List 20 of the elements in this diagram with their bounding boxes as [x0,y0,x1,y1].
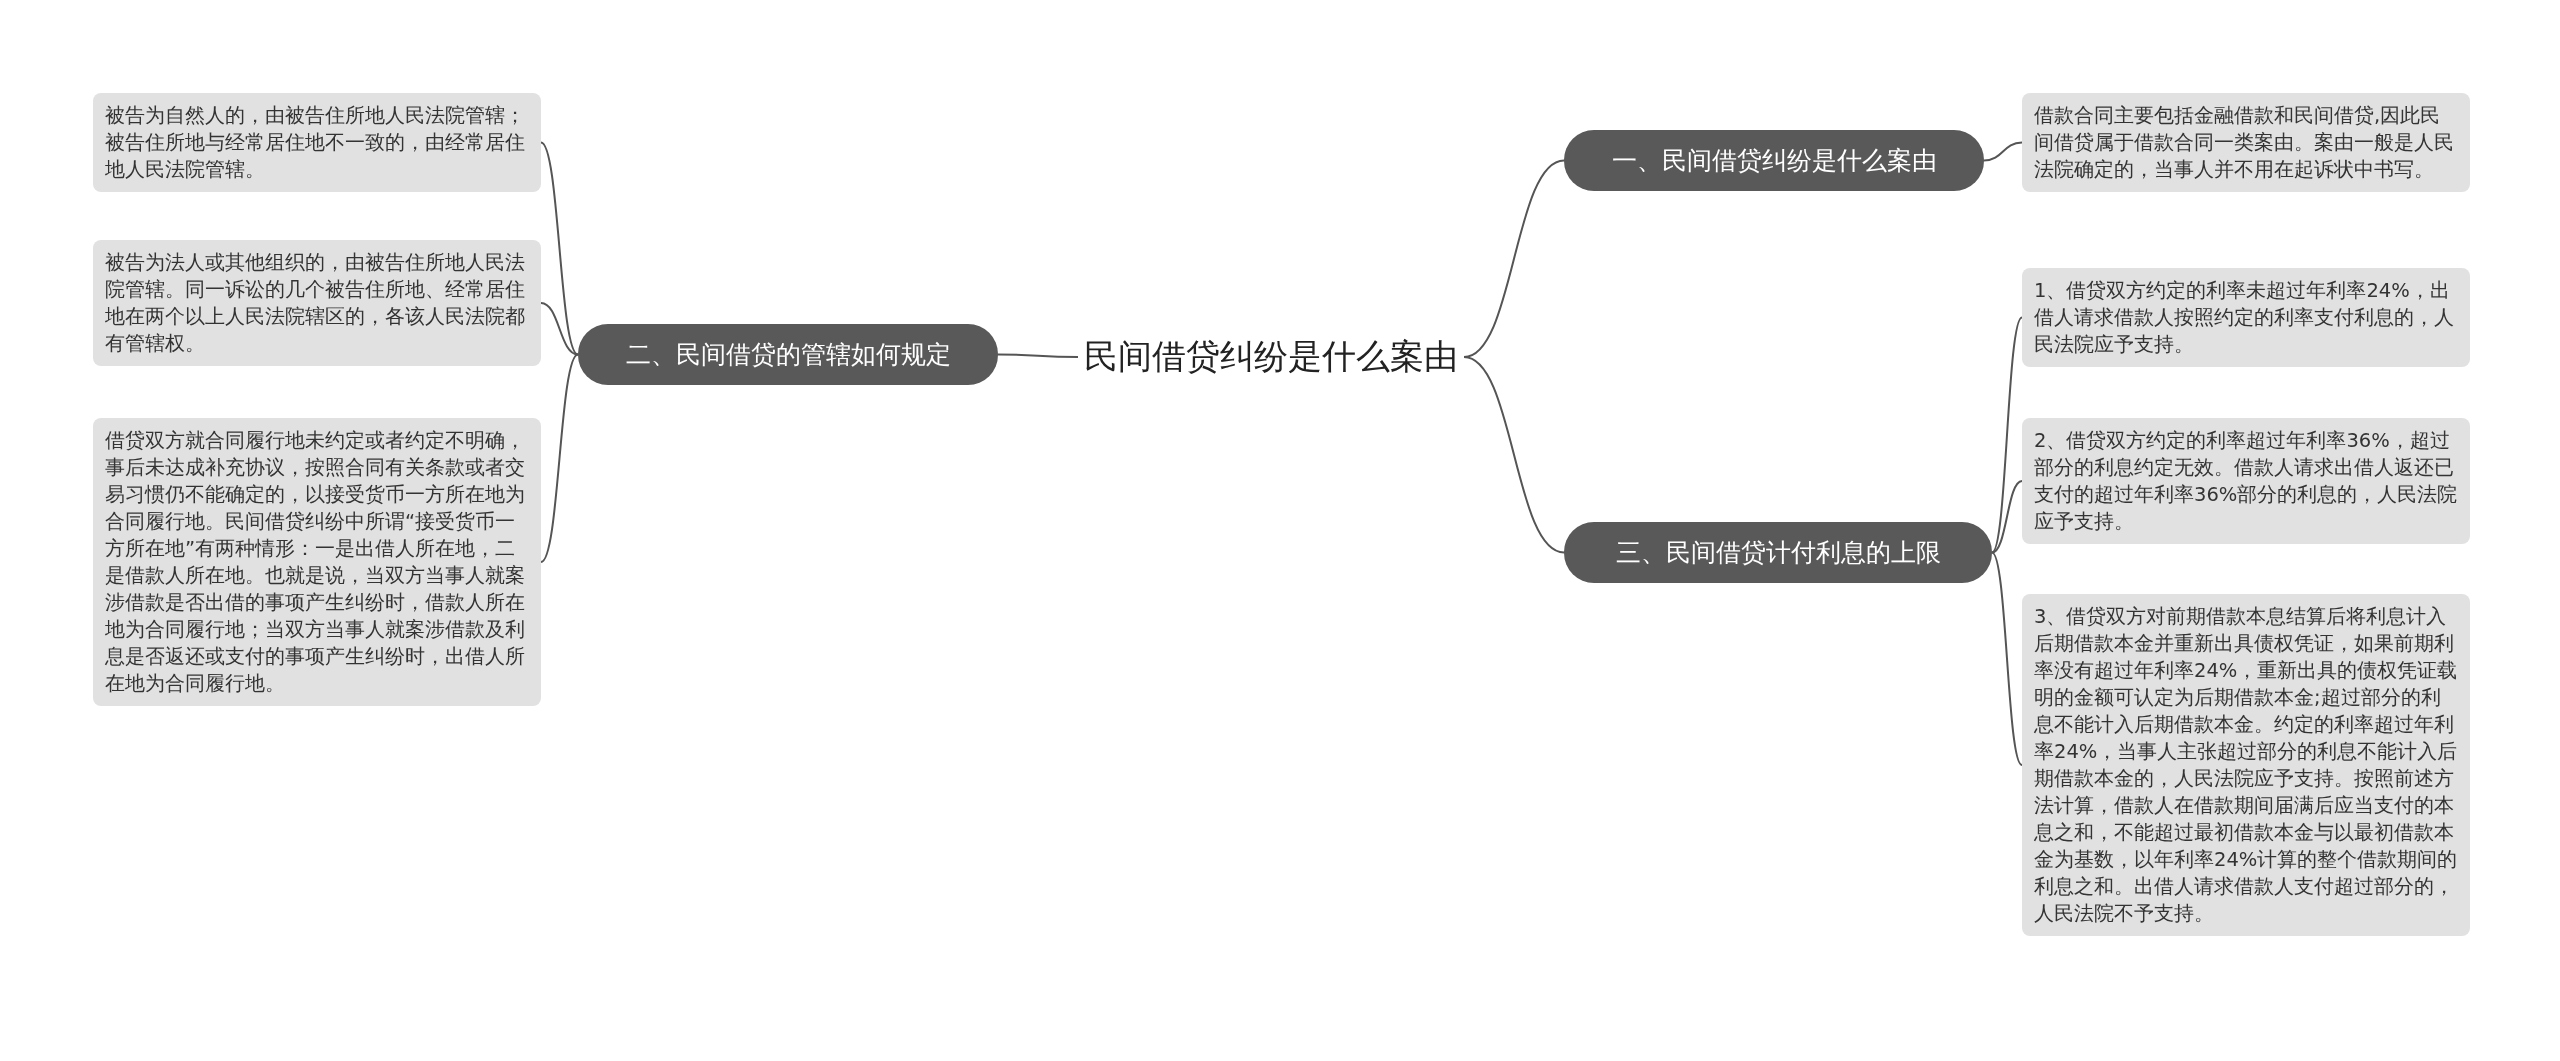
connector-line [540,302,579,356]
central-topic: 民间借贷纠纷是什么案由 [1078,330,1464,384]
connector-line [1991,551,2023,766]
connector-line [1463,356,1565,554]
branch-topic: 三、民间借贷计付利息的上限 [1564,522,1992,583]
connector-line [540,353,579,563]
note-card: 3、借贷双方对前期借款本息结算后将利息计入后期借款本金并重新出具债权凭证，如果前期利率没有超过年利率24%，重新出具的债权凭证载明的金额可认定为后期借款本金;超过部分的利息不能计入后期借款本金。约定的利率超过年利率24%，当事人主张超过部分的利息不能计入后期借款本金的，人民法院应予支持。按照前述方法计算，借款人在借款期间届满后应当支付的本息之和，不能超过最初借款本金与以最初借款本金为基数，以年利率24%计算的整个借款期间的利息之和。出借人请求借款人支付超过部分的，人民法院不予支持。 [2022,594,2470,936]
connector-line [1991,316,2023,554]
connector-line [997,353,1079,358]
connector-line [1991,480,2023,554]
connector-line [1983,141,2023,162]
note-card: 2、借贷双方约定的利率超过年利率36%，超过部分的利息约定无效。借款人请求出借人返还已支付的超过年利率36%部分的利息的，人民法院应予支持。 [2022,418,2470,544]
note-card: 被告为自然人的，由被告住所地人民法院管辖；被告住所地与经常居住地不一致的，由经常居住地人民法院管辖。 [93,93,541,192]
branch-topic: 一、民间借贷纠纷是什么案由 [1564,130,1984,191]
note-card: 借贷双方就合同履行地未约定或者约定不明确，事后未达成补充协议，按照合同有关条款或者交易习惯仍不能确定的，以接受货币一方所在地为合同履行地。民间借贷纠纷中所谓“接受货币一方所在地”有两种情形：一是出借人所在地，二是借款人所在地。也就是说，当双方当事人就案涉借款是否出借的事项产生纠纷时，借款人所在地为合同履行地；当双方当事人就案涉借款及利息是否返还或支付的事项产生纠纷时，出借人所在地为合同履行地。 [93,418,541,706]
note-card: 借款合同主要包括金融借款和民间借贷,因此民间借贷属于借款合同一类案由。案由一般是人民法院确定的，当事人并不用在起诉状中书写。 [2022,93,2470,192]
note-card: 1、借贷双方约定的利率未超过年利率24%，出借人请求借款人按照约定的利率支付利息的，人民法院应予支持。 [2022,268,2470,367]
branch-topic: 二、民间借贷的管辖如何规定 [578,324,998,385]
connector-line [540,141,579,356]
note-card: 被告为法人或其他组织的，由被告住所地人民法院管辖。同一诉讼的几个被告住所地、经常居住地在两个以上人民法院辖区的，各该人民法院都有管辖权。 [93,240,541,366]
